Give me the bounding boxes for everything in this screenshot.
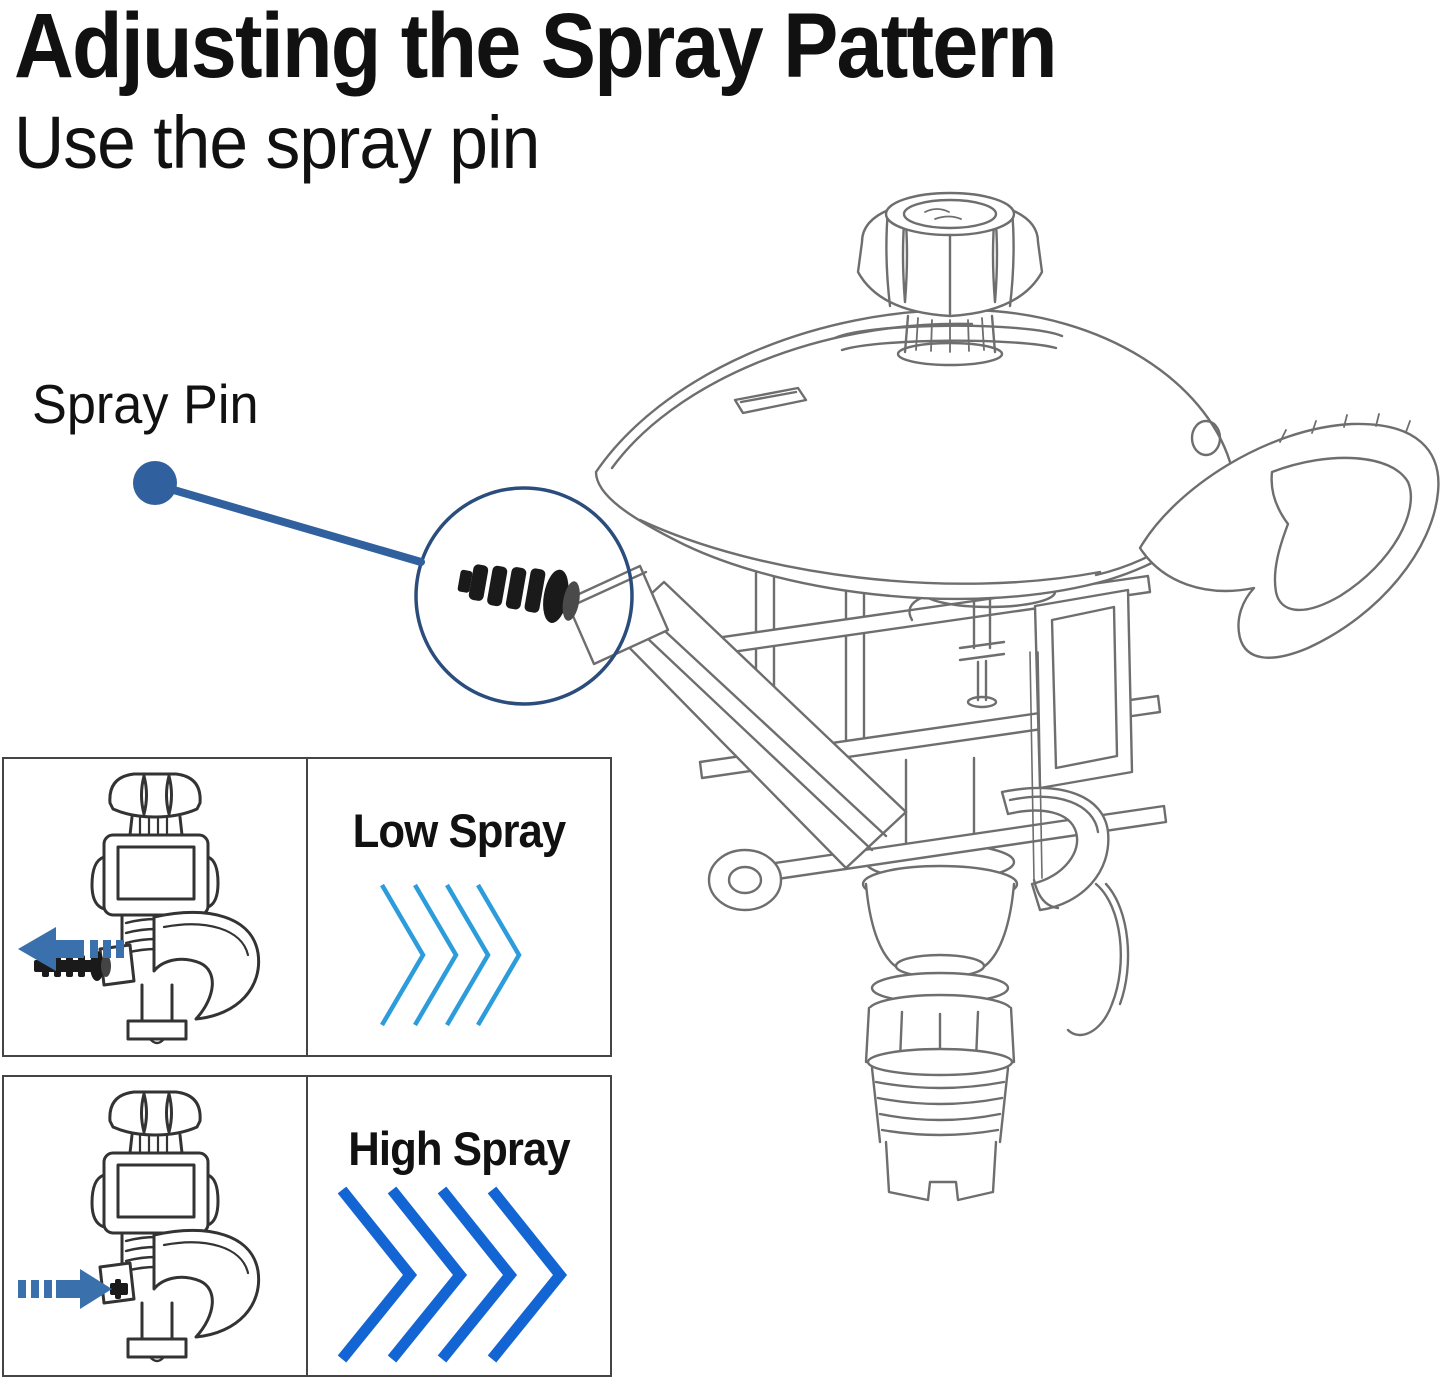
spray-pin-callout (133, 461, 634, 706)
sprinkler-base (864, 882, 1016, 1202)
trip-clamp (1000, 651, 1130, 1037)
page-subtitle: Use the spray pin (14, 101, 540, 184)
dome-hole (1190, 419, 1222, 457)
high-spray-label: High Spray (348, 1122, 570, 1175)
callout-circle (414, 486, 634, 706)
center-rod (958, 503, 1006, 709)
spray-pin-icon (457, 564, 580, 623)
frame-posts (754, 446, 866, 762)
spray-pin-in-icon (110, 1279, 128, 1299)
high-spray-label-box: High Spray (306, 1075, 612, 1377)
push-in-arrow-icon (18, 1269, 112, 1309)
frame-bars (686, 574, 1168, 890)
nozzle-barrel (564, 564, 908, 912)
low-spray-label: Low Spray (352, 804, 567, 857)
spray-pin-label: Spray Pin (32, 373, 259, 435)
spring-coil (908, 515, 1057, 622)
callout-line (156, 482, 425, 566)
low-spray-chevrons-icon (380, 883, 522, 1027)
page-title: Adjusting the Spray Pattern (14, 0, 1058, 97)
adjustment-knob (856, 191, 1044, 367)
spray-pin-callout-dot (133, 461, 177, 505)
low-spray-drawing-box (2, 757, 308, 1057)
low-spray-label-box: Low Spray (306, 757, 612, 1057)
dome-cover (594, 308, 1233, 601)
low-spray-mini-sprinkler (18, 772, 261, 1045)
high-spray-mini-sprinkler (18, 1090, 261, 1363)
impact-arm (1138, 413, 1440, 659)
pull-out-arrow-icon (18, 927, 124, 971)
high-spray-chevrons-icon (337, 1186, 568, 1363)
high-spray-drawing-box (2, 1075, 308, 1377)
